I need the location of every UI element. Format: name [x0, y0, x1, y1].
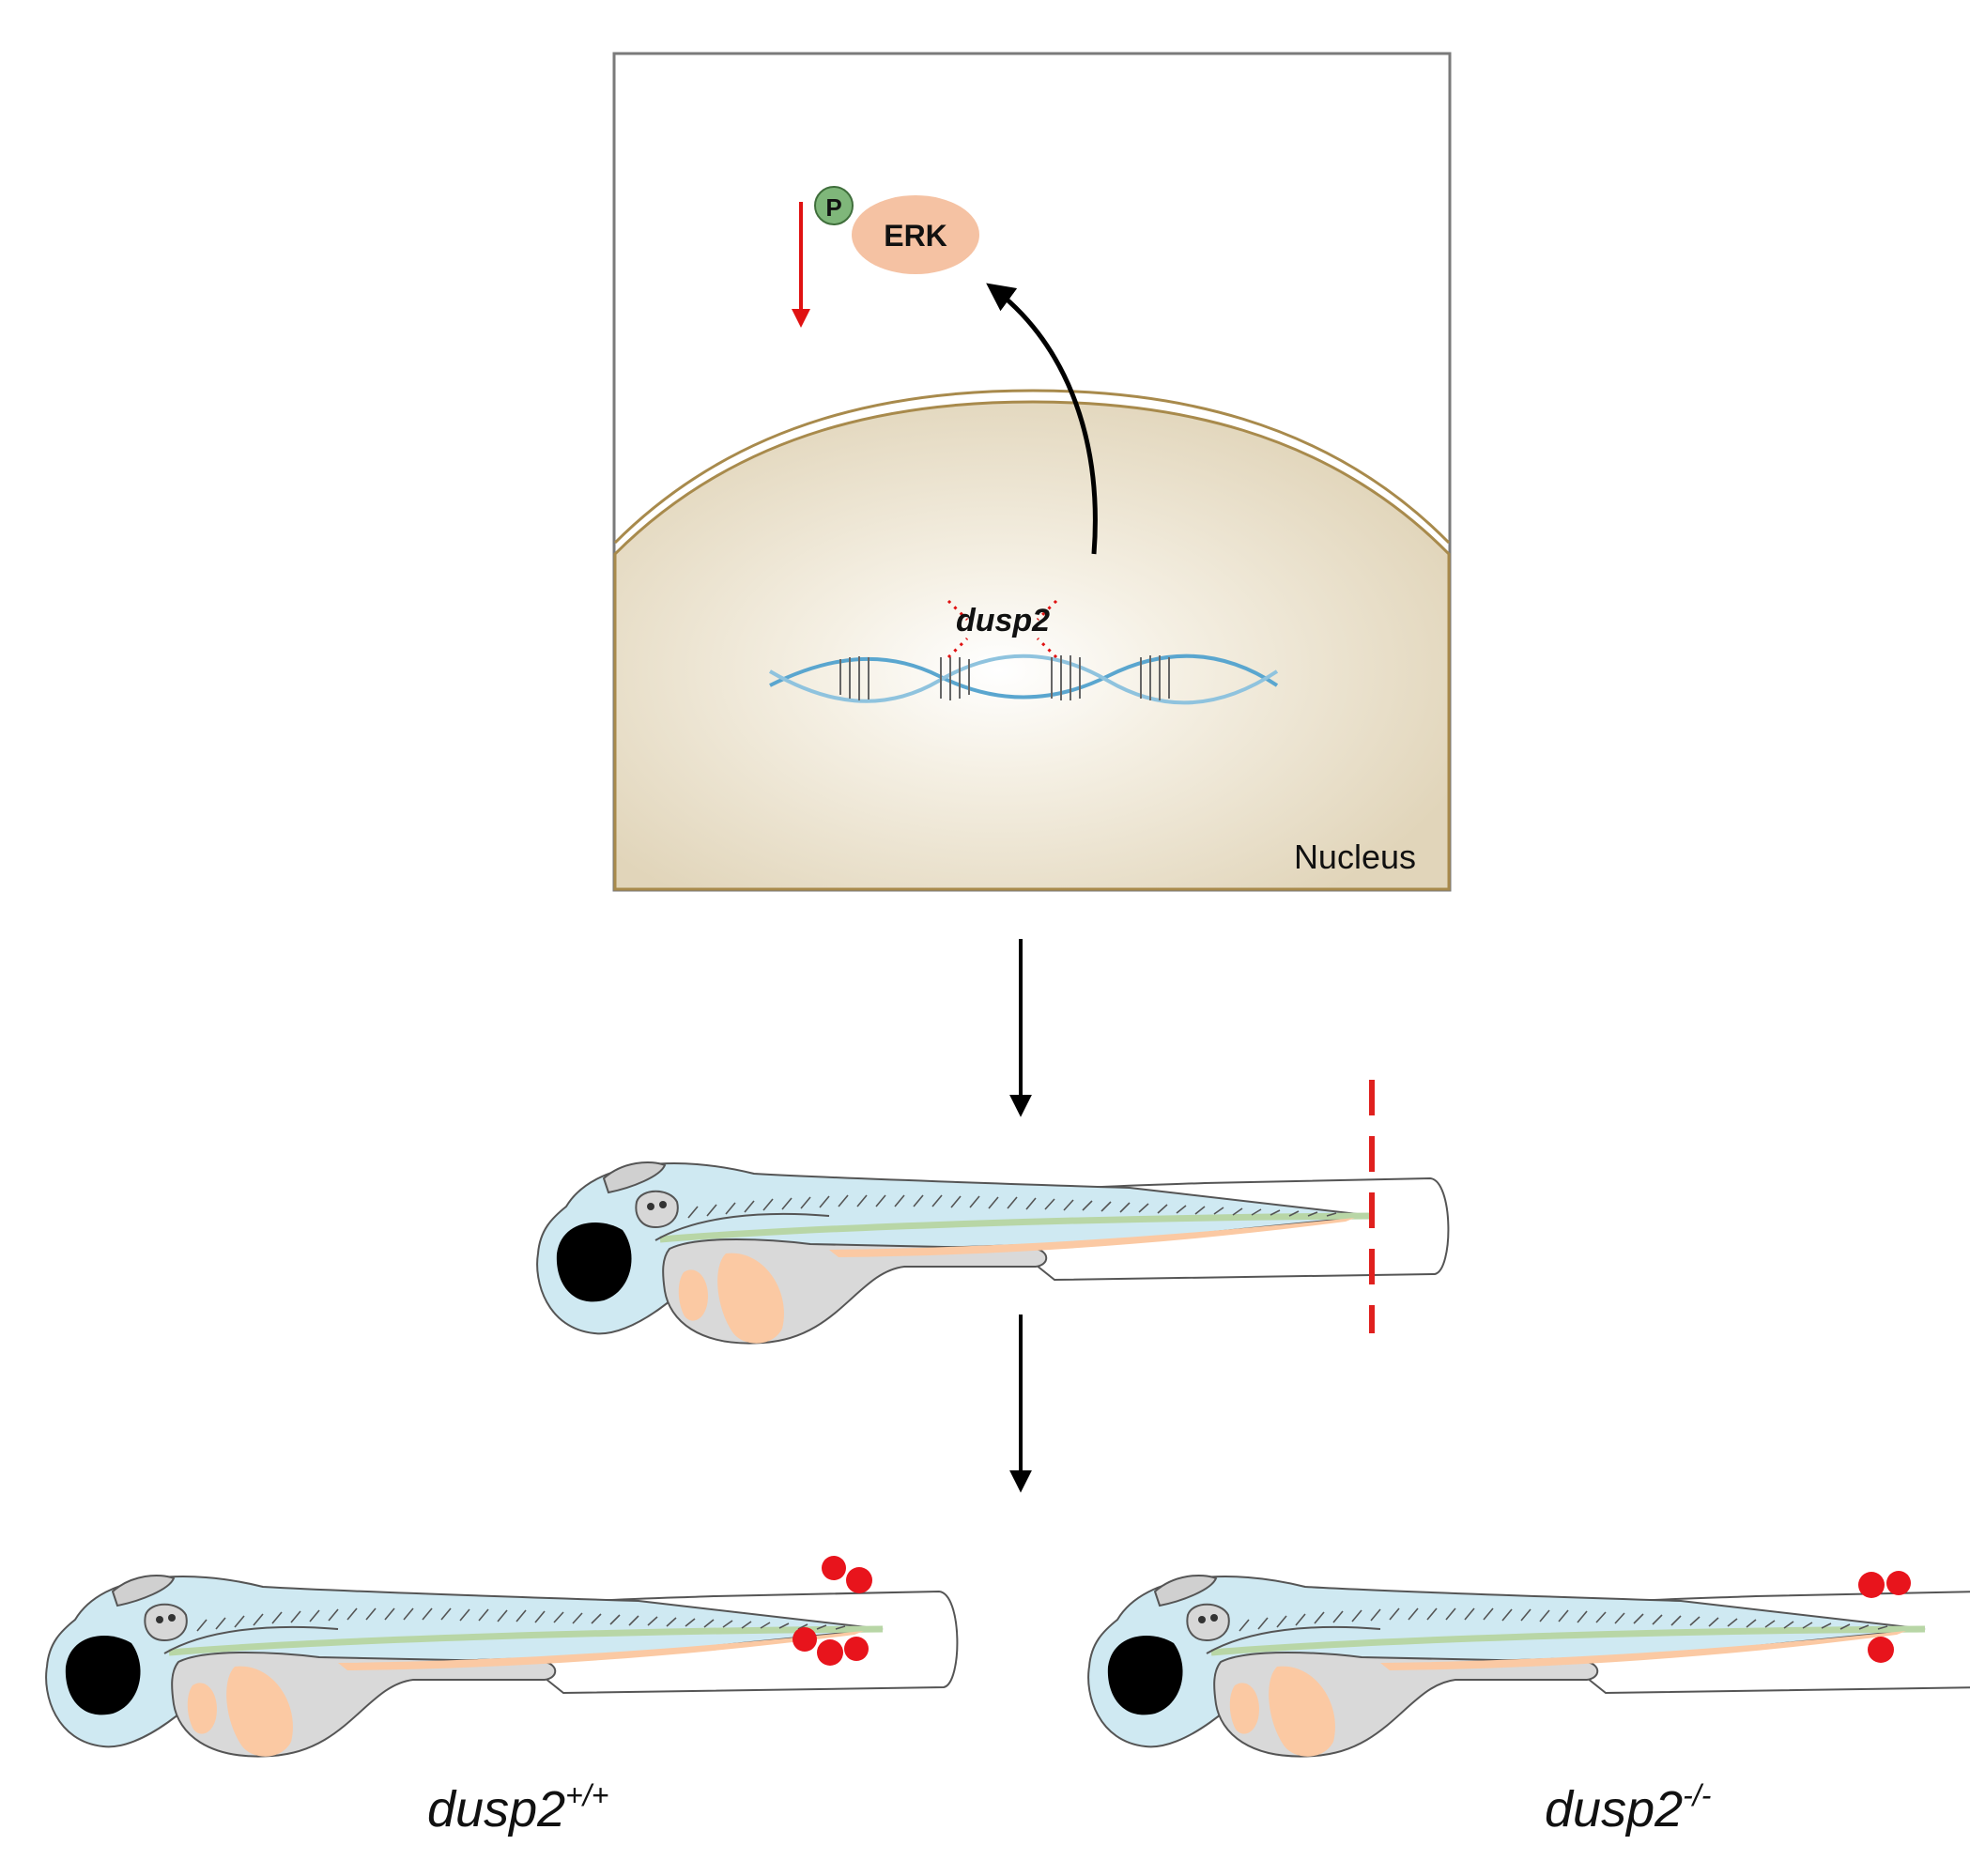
activation-arrow [986, 283, 1098, 555]
knockout-genotype-label: dusp2-/- [1545, 1778, 1711, 1838]
erk-label: ERK [884, 219, 947, 253]
wildtype-genotype-label: dusp2+/+ [427, 1778, 608, 1838]
larva-amputation [537, 1162, 1448, 1344]
dna-helix [768, 654, 1279, 705]
phospho-group [814, 186, 854, 225]
nucleus [613, 400, 1451, 891]
nuclear-envelope [613, 389, 1451, 545]
dusp2-gene-label: dusp2 [956, 603, 1050, 638]
nucleus-label: Nucleus [1294, 838, 1416, 876]
phospho-label: P [825, 193, 841, 222]
erk-protein [852, 195, 979, 274]
regenerating-cells-wildtype [793, 1556, 872, 1666]
larva-knockout [1088, 1576, 1970, 1757]
regenerating-cells-knockout [1858, 1571, 1911, 1663]
larva-wildtype [46, 1576, 957, 1757]
